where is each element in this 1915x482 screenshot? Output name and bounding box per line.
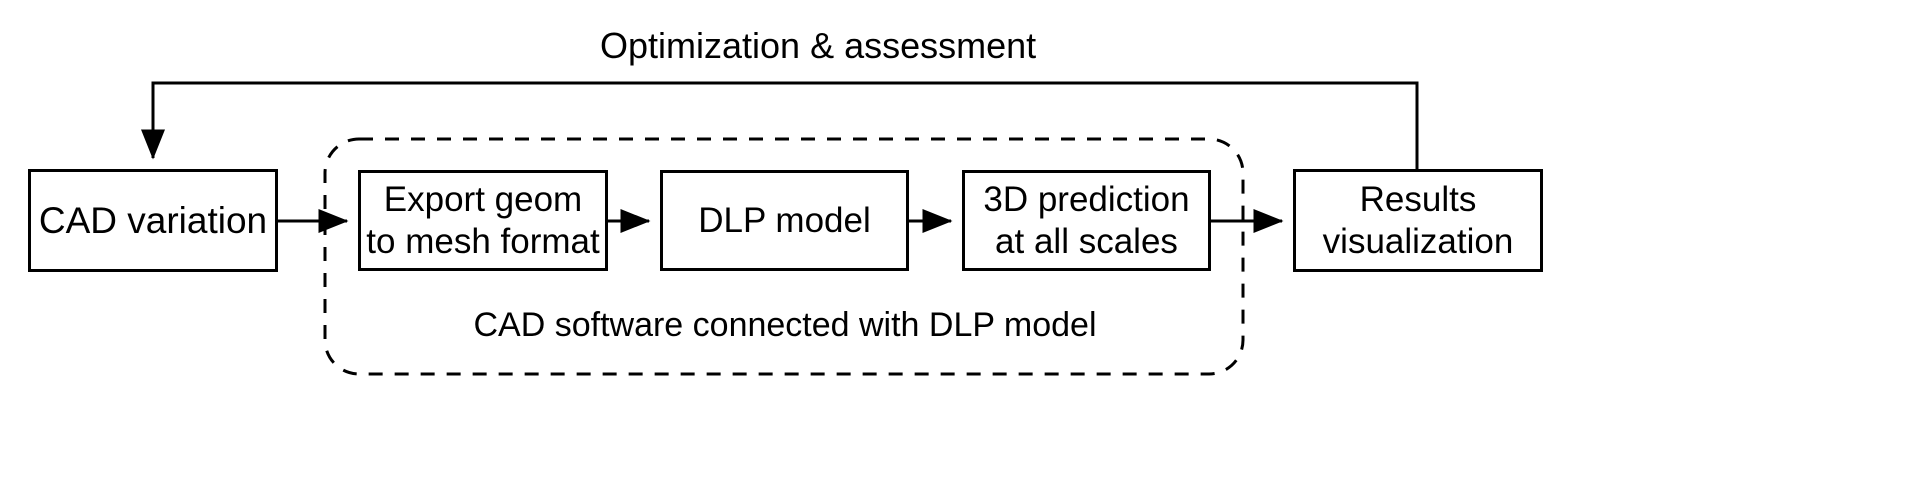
node-export-geom-label: Export geom to mesh format bbox=[366, 180, 600, 261]
node-dlp-model[interactable]: DLP model bbox=[660, 170, 909, 271]
group-container-label: CAD software connected with DLP model bbox=[473, 306, 1097, 344]
feedback-edge-label: Optimization & assessment bbox=[600, 25, 1037, 66]
group-container-dashed-box bbox=[323, 137, 1245, 376]
node-cad-variation[interactable]: CAD variation bbox=[28, 169, 278, 272]
node-export-geom[interactable]: Export geom to mesh format bbox=[358, 170, 608, 271]
node-cad-variation-label: CAD variation bbox=[38, 199, 268, 241]
node-3d-prediction-label: 3D prediction at all scales bbox=[983, 180, 1190, 261]
node-3d-prediction[interactable]: 3D prediction at all scales bbox=[962, 170, 1211, 271]
node-results-visualization[interactable]: Results visualization bbox=[1293, 169, 1543, 272]
node-results-visualization-label: Results visualization bbox=[1322, 180, 1514, 261]
node-dlp-model-label: DLP model bbox=[698, 200, 871, 240]
edge-results-to-cad-feedback bbox=[141, 81, 1419, 169]
